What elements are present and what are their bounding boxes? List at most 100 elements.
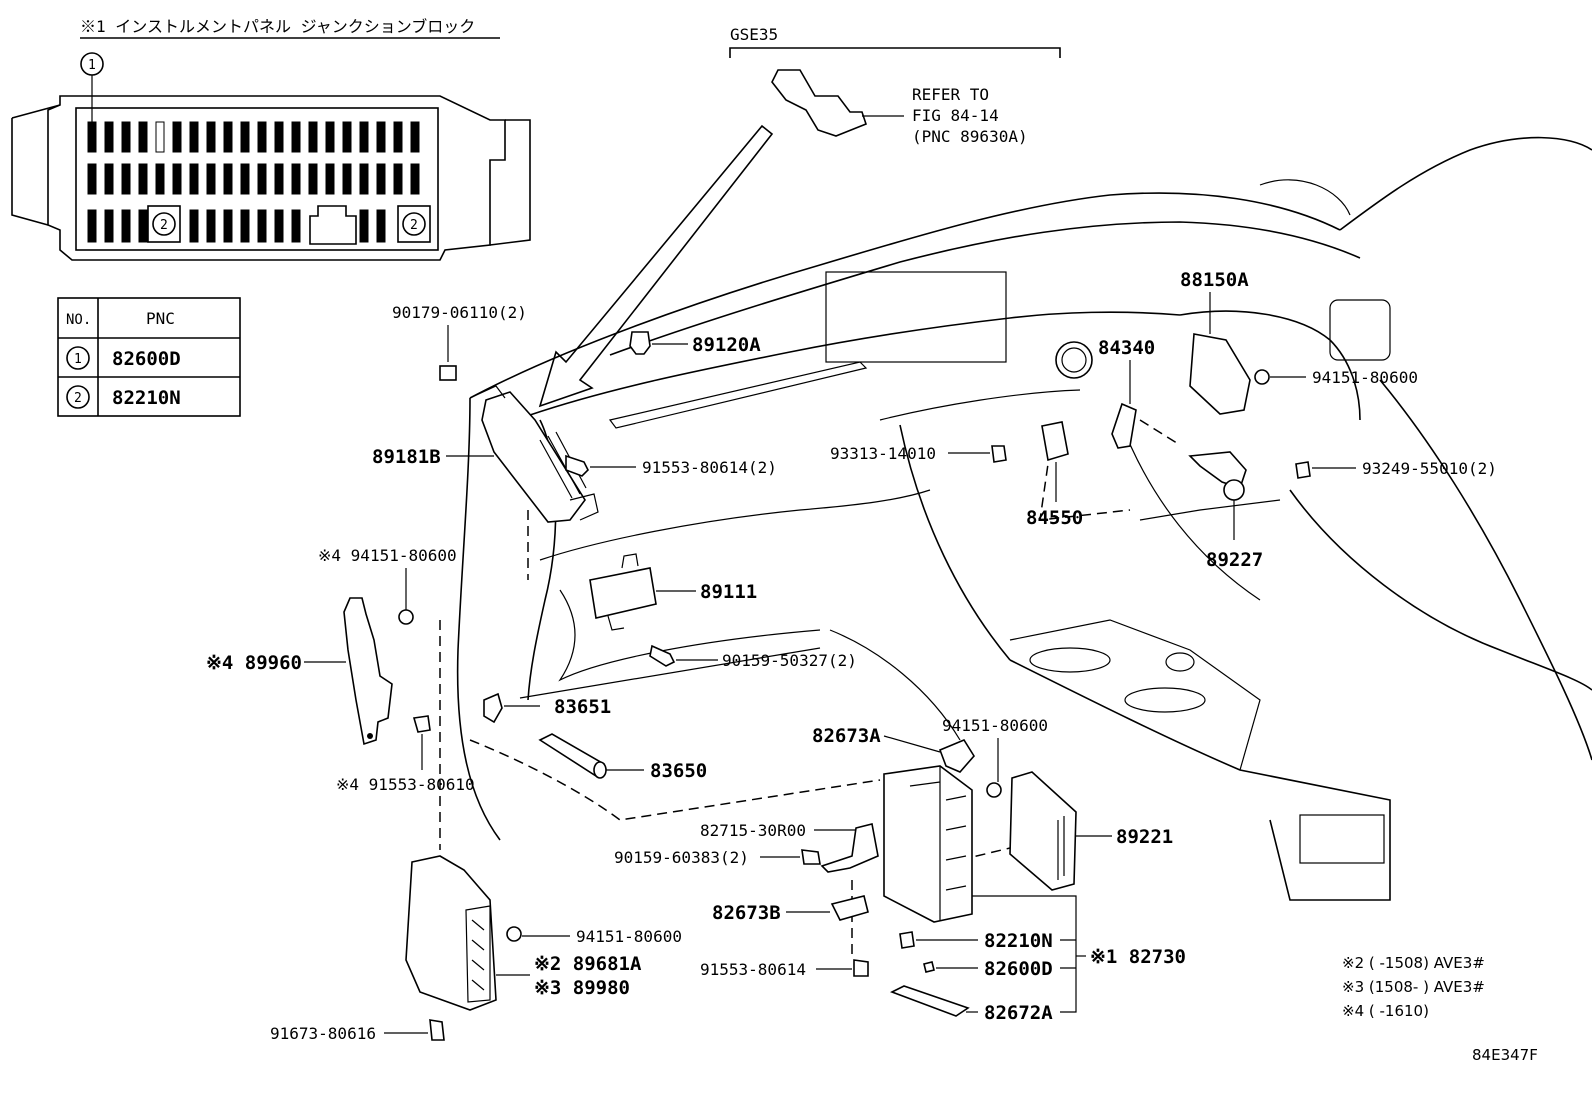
console-tray: [1009, 619, 1261, 771]
module-89111-tab: [621, 553, 639, 569]
callout-1-text: 1: [88, 58, 96, 73]
note-3: ※3 (1508- ) AVE3#: [1342, 978, 1485, 996]
part-89181B: 89181B: [372, 385, 599, 523]
pnc-row-2-no: 2: [74, 391, 82, 406]
fuse-slot: [240, 121, 250, 153]
fuse-slot: [121, 163, 131, 195]
label-94151-a: ※4 94151-80600: [318, 546, 457, 565]
model-reference: GSE35 REFER TO FIG 84-14 (PNC 89630A): [729, 25, 1061, 146]
knee-panel-edge: [1139, 499, 1281, 521]
glovebox-outline: [558, 589, 821, 682]
pnc-row-1-no: 1: [74, 352, 82, 367]
refer-line-3: (PNC 89630A): [912, 127, 1028, 146]
label-82672A: 82672A: [984, 1002, 1053, 1024]
part-88150A: 88150A: [1180, 269, 1251, 415]
rear-vent: [1299, 814, 1385, 864]
label-91553-80614-2: 91553-80614(2): [642, 458, 777, 477]
callout-circle-2b: [402, 212, 426, 236]
bracket-part-89630A: [771, 69, 867, 137]
pnc-table-border: [57, 297, 241, 417]
callout-circle-2a: [152, 212, 176, 236]
pnc-row-2-circle: [66, 385, 90, 409]
label-84550: 84550: [1026, 507, 1083, 529]
fuse-slot: [410, 121, 420, 153]
dash-trim-strip: [608, 361, 868, 429]
dash-upper-line: [609, 221, 1361, 356]
fuse-slot: [189, 163, 199, 195]
dash-left-outer: [456, 397, 501, 841]
cup-holder-1: [1029, 647, 1111, 673]
dash-mid-line: [529, 311, 1181, 416]
fuse-slot: [223, 121, 233, 153]
label-90159-50327: 90159-50327(2): [722, 651, 857, 670]
junction-block-side: [11, 104, 61, 226]
part-82600D: 82600D: [923, 958, 1053, 980]
start-button-bezel: [1055, 341, 1093, 379]
label-89120A: 89120A: [692, 334, 761, 356]
pnc-row-1-circle: [66, 346, 90, 370]
door-line-right: [1379, 379, 1592, 761]
location-arrow-shape: [538, 124, 774, 408]
figure-id: 84E347F: [1472, 1046, 1538, 1064]
clip-90179: [439, 365, 457, 381]
part-82730-label: ※1 82730: [972, 895, 1186, 1013]
fuse-slot: [87, 163, 97, 195]
sensor-89120A: [629, 331, 651, 355]
ecu-89181B-bracket: [469, 385, 506, 399]
pnc-table-header-pnc: PNC: [146, 309, 175, 328]
fuse-slot: [104, 163, 114, 195]
cover-82672A: [890, 985, 970, 1017]
console-knob: [1165, 652, 1195, 672]
fuse-slot: [376, 163, 386, 195]
label-82715: 82715-30R00: [700, 821, 806, 840]
wire-90159-50327: [519, 647, 821, 699]
instrument-panel-outline: [456, 136, 1592, 901]
relay-socket-a: [147, 205, 181, 243]
fuse-slot: [325, 163, 335, 195]
part-93249-55010: 93249-55010(2): [1295, 459, 1497, 479]
fuse-slot: [257, 209, 267, 243]
fuse-slot: [87, 121, 97, 153]
fuse-slot: [189, 209, 199, 243]
fuse-slot: [291, 163, 301, 195]
junction-block-inset: ※1 インストルメントパネル ジャンクションブロック 1 2 2: [11, 17, 531, 261]
label-94151-b: 94151-80600: [1312, 368, 1418, 387]
fuse-slot: [291, 121, 301, 153]
label-89221: 89221: [1116, 826, 1173, 848]
ecu-89681A-pins: [471, 919, 485, 991]
bracket-82730: [972, 895, 1077, 1013]
refer-line-2: FIG 84-14: [912, 106, 999, 125]
nut-94151-c: [986, 782, 1002, 798]
bolt-91553-80610: [412, 715, 431, 733]
callout-2b-text: 2: [410, 218, 418, 233]
ecu-89221: [1009, 771, 1077, 891]
junction-block-82730-slots: [945, 795, 967, 891]
part-84550: 84550: [1026, 421, 1083, 529]
label-89960: ※4 89960: [206, 652, 302, 674]
part-90179-06110: 90179-06110(2): [392, 303, 527, 381]
model-code: GSE35: [730, 25, 778, 44]
junction-block-face: [75, 107, 439, 251]
fuse-82600D: [923, 961, 935, 973]
switch-84550: [1041, 421, 1069, 462]
nut-94151-a: [398, 609, 414, 625]
part-91673-80616: 91673-80616: [270, 1019, 445, 1043]
fuse-slot: [359, 209, 369, 243]
switch-84340: [1111, 402, 1137, 449]
label-82673B: 82673B: [712, 902, 781, 924]
bolt-90159-60383: [801, 849, 821, 865]
location-arrow: [538, 124, 774, 408]
fuse-slot: [291, 209, 301, 243]
part-90159-50327: 90159-50327(2): [519, 644, 857, 699]
part-82673B: 82673B: [712, 895, 869, 924]
fuse-slot: [155, 121, 165, 153]
label-82600D: 82600D: [984, 958, 1053, 980]
part-82715-30R00: 82715-30R00: [700, 821, 879, 873]
dash-line-84340: [1139, 419, 1181, 446]
fuse-slot: [104, 121, 114, 153]
part-89120A: 89120A: [629, 331, 761, 356]
console-top: [1009, 659, 1391, 901]
fuse-slot: [189, 121, 199, 153]
part-84340: 84340: [1098, 337, 1155, 449]
